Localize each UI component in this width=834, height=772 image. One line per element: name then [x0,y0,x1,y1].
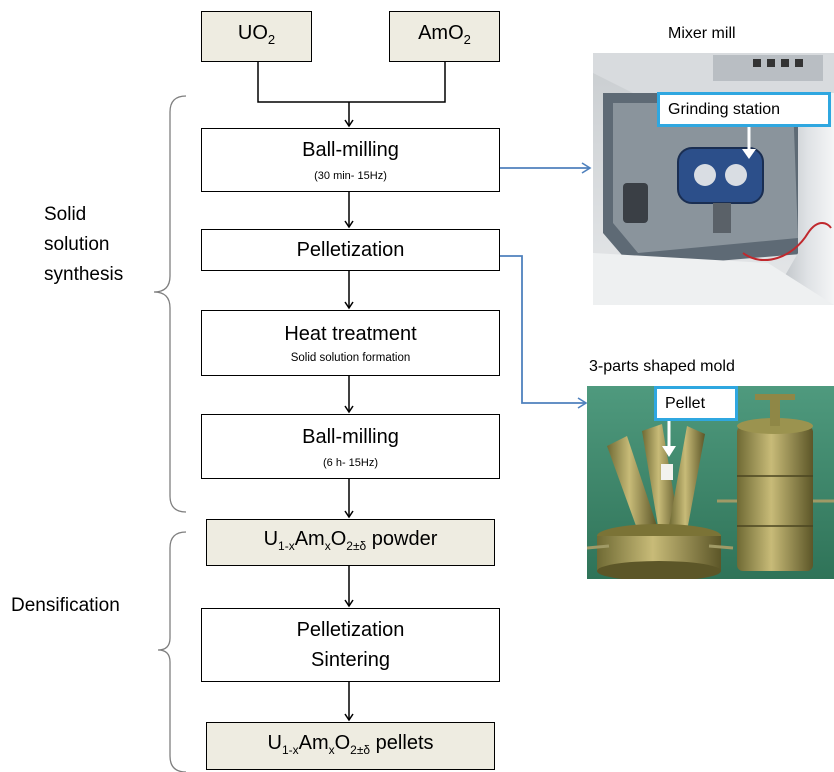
synthesis-label: Solid solution synthesis [44,200,123,290]
pelletization-title: Pelletization [296,239,405,261]
pellets-box: U1-xAmxO2±δ pellets [206,722,495,770]
ball-milling-1-detail: (30 min- 15Hz) [314,170,387,182]
ball-milling-1-box: Ball-milling (30 min- 15Hz) [201,128,500,192]
powder-box: U1-xAmxO2±δ powder [206,519,495,566]
pellet-arrow [662,421,676,457]
synthesis-brace [153,95,187,513]
pelletization-sintering-line1: Pelletization [296,619,405,641]
synthesis-label-line1: Solid [44,204,87,225]
pellet-callout: Pellet [654,386,738,421]
mixer-mill-caption: Mixer mill [668,25,736,42]
grinding-station-arrow [742,127,756,159]
mixer-mill-photo: Grinding station [593,53,834,305]
densification-label: Densification [11,595,120,616]
grinding-station-callout: Grinding station [657,92,831,127]
pelletization-sintering-box: Pelletization Sintering [201,608,500,682]
synthesis-label-line3: synthesis [44,264,124,285]
mixer-mill-image [593,53,834,305]
merge-connector [257,62,446,103]
ball-milling-2-title: Ball-milling [302,425,399,448]
synthesis-label-line2: solution [44,234,110,255]
heat-treatment-title: Heat treatment [284,323,417,345]
mold-photo: Pellet [587,386,834,579]
pelletization-box: Pelletization [201,229,500,271]
ball-milling-2-box: Ball-milling (6 h- 15Hz) [201,414,500,479]
pellets-label: U1-xAmxO2±δ pellets [267,731,434,757]
heat-treatment-box: Heat treatment Solid solution formation [201,310,500,376]
amo2-label: AmO2 [418,22,471,47]
amo2-box: AmO2 [389,11,500,62]
ball-milling-1-title: Ball-milling [302,139,399,161]
pelletization-sintering-line2: Sintering [311,649,390,671]
mold-caption: 3-parts shaped mold [589,358,735,375]
connector-to-mold [500,255,588,409]
densification-brace [157,531,187,772]
uo2-box: UO2 [201,11,312,62]
powder-label: U1-xAmxO2±δ powder [263,528,438,553]
uo2-label: UO2 [237,22,276,47]
heat-treatment-detail: Solid solution formation [290,352,411,364]
ball-milling-2-detail: (6 h- 15Hz) [322,456,379,469]
